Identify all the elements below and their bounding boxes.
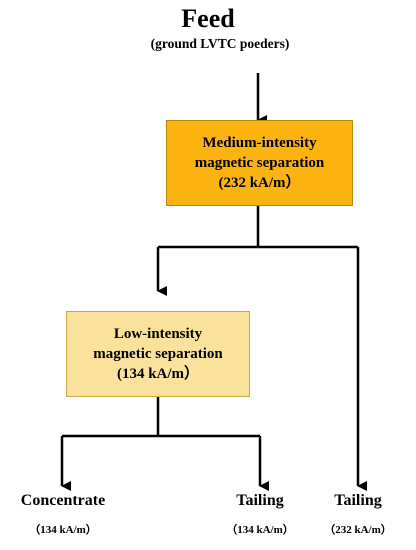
medium-box-line1: Medium-intensity xyxy=(202,135,317,151)
output-concentrate-label: Concentrate xyxy=(20,492,106,509)
low-box-line2: magnetic separation xyxy=(93,346,223,362)
low-intensity-separation-box: Low-intensity magnetic separation (134 k… xyxy=(66,311,250,397)
output-tailing-232-label: Tailing xyxy=(334,492,382,509)
low-box-line1: Low-intensity xyxy=(113,326,203,342)
output-tailing-134-label: Tailing xyxy=(236,492,284,509)
medium-box-line3: (232 kA/m） xyxy=(218,175,301,191)
output-tailing-232-sub: （232 kA/m） xyxy=(324,524,392,536)
output-concentrate-sub: （134 kA/m） xyxy=(29,524,97,536)
low-box-line3: (134 kA/m） xyxy=(116,366,200,382)
output-tailing-134-sub: （134 kA/m） xyxy=(226,524,294,536)
feed-subtitle: (ground LVTC poeders) xyxy=(150,36,290,51)
medium-box-line2: magnetic separation xyxy=(194,155,325,171)
medium-intensity-separation-box: Medium-intensity magnetic separation (23… xyxy=(166,120,353,206)
feed-title: Feed xyxy=(181,4,235,33)
